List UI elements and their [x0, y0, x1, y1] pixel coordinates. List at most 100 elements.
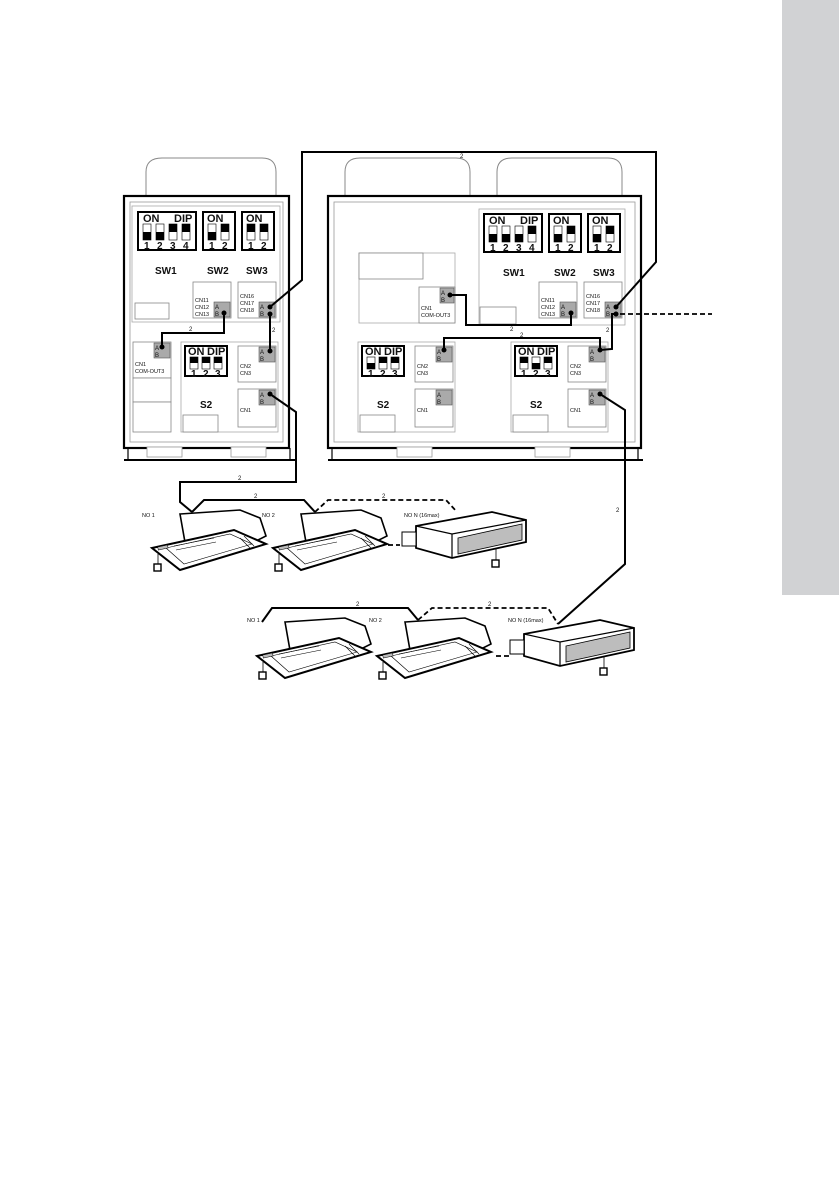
- sw2-label: SW2: [207, 266, 229, 277]
- svg-text:2: 2: [533, 369, 539, 380]
- svg-text:1: 1: [521, 369, 527, 380]
- dip-switch-s2-a[interactable]: ON DIP 1 2 3: [361, 345, 405, 380]
- svg-text:2: 2: [189, 327, 193, 333]
- dip-switch-sw3[interactable]: ON 1 2: [587, 213, 621, 254]
- sw3-label: SW3: [593, 268, 615, 279]
- indoor-unit-label: NO 2: [262, 513, 275, 519]
- svg-text:B: B: [260, 400, 264, 406]
- sw1-label: SW1: [155, 266, 177, 277]
- connector-cn2-cn3: A B CN2 CN3: [237, 345, 277, 383]
- svg-text:3: 3: [545, 369, 551, 380]
- svg-text:ON: ON: [246, 213, 263, 225]
- svg-text:1: 1: [368, 369, 374, 380]
- sw2-label: SW2: [554, 268, 576, 279]
- svg-text:4: 4: [529, 243, 535, 254]
- svg-text:CN11: CN11: [541, 298, 555, 304]
- svg-text:2: 2: [238, 476, 242, 482]
- cassette-unit-icon: [376, 617, 492, 680]
- dip-switch-sw2[interactable]: ON 1 2: [548, 213, 582, 254]
- connector-cn16-cn18: CN16 CN17 CN18 A B: [237, 281, 277, 319]
- svg-text:COM-OUT3: COM-OUT3: [421, 313, 450, 319]
- svg-text:2: 2: [261, 241, 267, 252]
- dip-switch-sw2[interactable]: ON 1 2: [202, 211, 236, 252]
- svg-text:2: 2: [606, 328, 610, 334]
- svg-text:CN11: CN11: [195, 298, 209, 304]
- svg-text:B: B: [441, 298, 445, 304]
- dip-switch-sw1[interactable]: ON DIP 1 2 3 4: [483, 213, 543, 254]
- svg-text:A: A: [606, 305, 610, 311]
- svg-text:2: 2: [503, 243, 509, 254]
- svg-text:1: 1: [144, 241, 150, 252]
- svg-text:ON: ON: [188, 346, 205, 358]
- svg-text:CN3: CN3: [417, 371, 428, 377]
- svg-text:A: A: [260, 393, 264, 399]
- wire-labels: 2 2 2 2 2 2 2 2 2 2 2 2: [189, 154, 620, 608]
- connector-cn2-cn3: A B CN2 CN3: [414, 345, 454, 383]
- sw3-label: SW3: [246, 266, 268, 277]
- svg-text:2: 2: [203, 369, 209, 380]
- svg-text:B: B: [606, 312, 610, 318]
- svg-text:A: A: [155, 346, 159, 352]
- svg-text:A: A: [437, 393, 441, 399]
- svg-text:B: B: [590, 400, 594, 406]
- svg-text:3: 3: [215, 369, 221, 380]
- indoor-unit-label: NO 2: [369, 618, 382, 624]
- svg-text:2: 2: [157, 241, 163, 252]
- svg-text:A: A: [590, 350, 594, 356]
- outdoor-unit-left: ON DIP 1 2 3 4 SW1 ON 1 2 SW2 ON: [122, 157, 295, 461]
- svg-text:1: 1: [248, 241, 254, 252]
- svg-text:4: 4: [183, 241, 189, 252]
- svg-text:DIP: DIP: [384, 346, 402, 358]
- connector-cn2-cn3: A B CN2 CN3: [567, 345, 607, 383]
- svg-text:ON: ON: [553, 215, 570, 227]
- page-edge-tab: [782, 0, 839, 595]
- svg-text:CN1: CN1: [417, 408, 428, 414]
- dip-switch-s2-b[interactable]: ON DIP 1 2 3: [514, 345, 558, 380]
- svg-text:CN12: CN12: [541, 305, 555, 311]
- svg-text:2: 2: [254, 494, 258, 500]
- svg-text:1: 1: [594, 243, 600, 254]
- dip-switch-s2[interactable]: ON DIP 1 2 3: [184, 345, 228, 380]
- svg-text:A: A: [260, 350, 264, 356]
- svg-text:DIP: DIP: [207, 346, 225, 358]
- duct-unit-icon: [509, 619, 635, 676]
- svg-text:CN18: CN18: [240, 308, 254, 314]
- svg-text:2: 2: [488, 602, 492, 608]
- svg-text:A: A: [441, 291, 445, 297]
- indoor-unit-label: NO 1: [142, 513, 155, 519]
- indoor-row-2: NO 1 NO 2 NO N (16max): [247, 617, 635, 680]
- svg-text:CN17: CN17: [240, 301, 254, 307]
- svg-text:1: 1: [555, 243, 561, 254]
- connector-cn16-cn18: CN16 CN17 CN18 A B: [583, 281, 623, 319]
- svg-text:CN17: CN17: [586, 301, 600, 307]
- svg-text:2: 2: [607, 243, 613, 254]
- svg-text:CN1: CN1: [135, 362, 146, 368]
- svg-text:A: A: [260, 305, 264, 311]
- dip-switch-sw1[interactable]: ON DIP 1 2 3 4: [137, 211, 197, 252]
- svg-text:2: 2: [272, 328, 276, 334]
- svg-text:CN18: CN18: [586, 308, 600, 314]
- svg-text:ON: ON: [518, 346, 535, 358]
- connector-cn11-cn13: CN11 CN12 CN13 A B: [192, 281, 232, 319]
- svg-text:CN13: CN13: [195, 312, 209, 318]
- svg-text:A: A: [215, 305, 219, 311]
- svg-text:1: 1: [191, 369, 197, 380]
- sw1-label: SW1: [503, 268, 525, 279]
- s2-label: S2: [200, 400, 213, 411]
- svg-text:B: B: [561, 312, 565, 318]
- svg-text:B: B: [437, 357, 441, 363]
- svg-text:B: B: [260, 312, 264, 318]
- svg-text:ON: ON: [365, 346, 382, 358]
- svg-text:ON: ON: [489, 215, 506, 227]
- svg-text:ON: ON: [207, 213, 224, 225]
- svg-text:2: 2: [380, 369, 386, 380]
- svg-text:A: A: [561, 305, 565, 311]
- svg-text:CN3: CN3: [240, 371, 251, 377]
- cassette-unit-icon: [256, 617, 372, 680]
- indoor-unit-label: NO 1: [247, 618, 260, 624]
- svg-text:1: 1: [490, 243, 496, 254]
- svg-text:CN2: CN2: [240, 364, 251, 370]
- cassette-unit-icon: [151, 509, 267, 572]
- dip-switch-sw3[interactable]: ON 1 2: [241, 211, 275, 252]
